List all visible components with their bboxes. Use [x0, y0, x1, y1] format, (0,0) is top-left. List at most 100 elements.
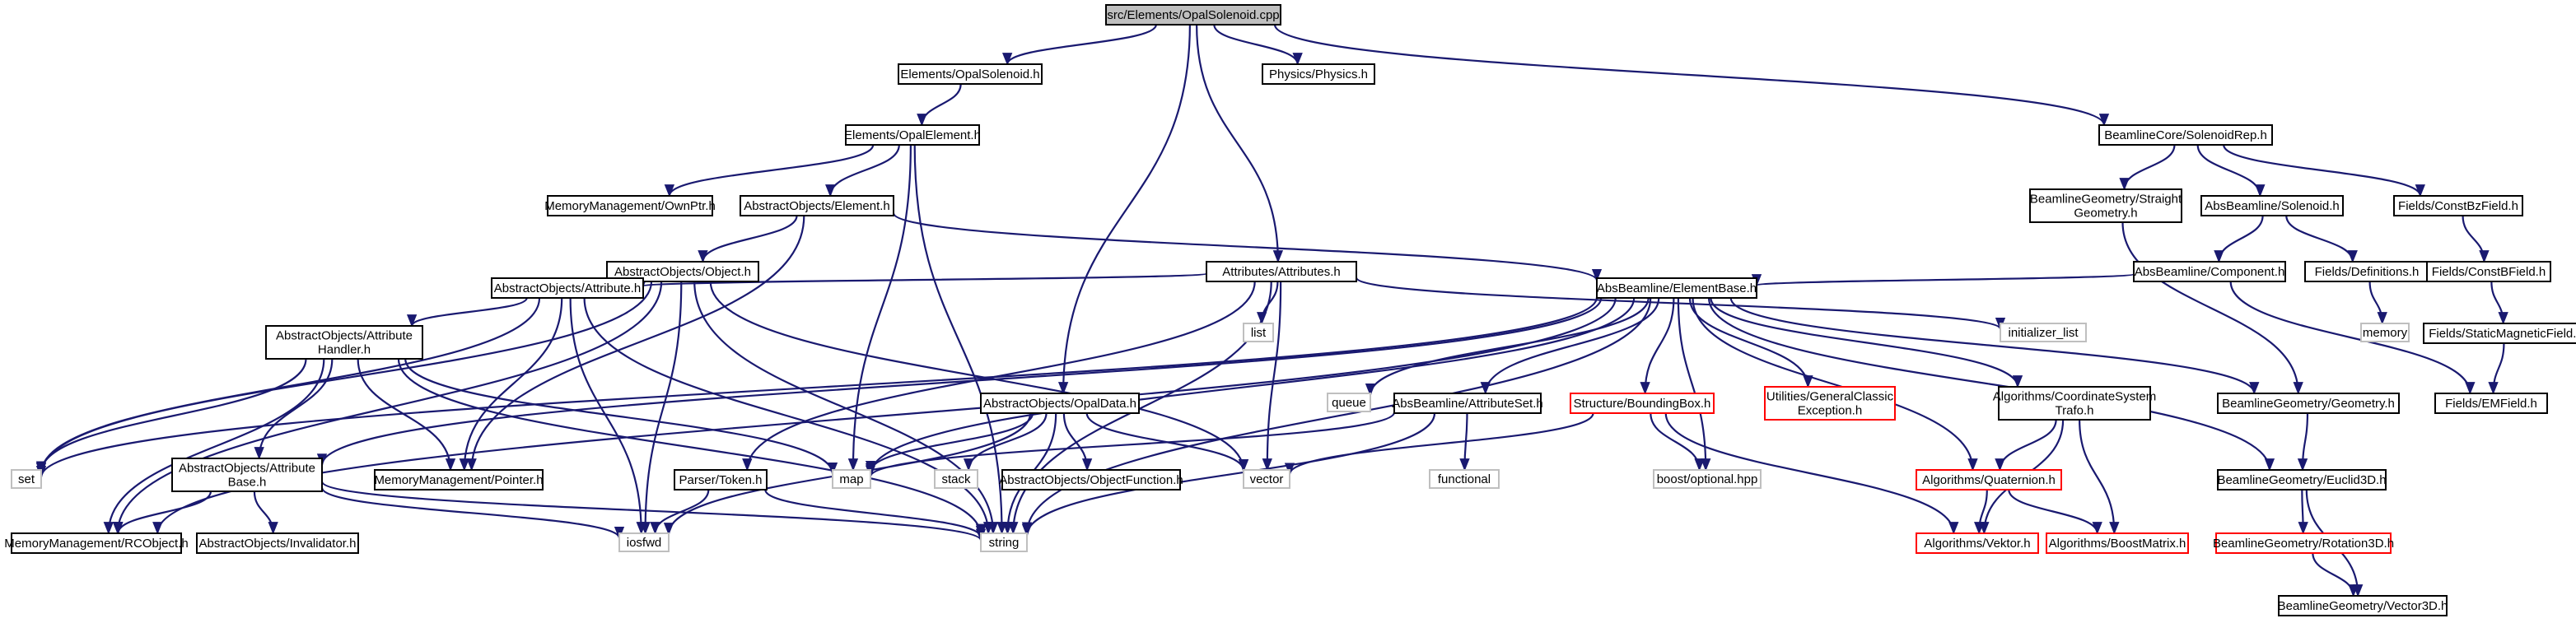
node-box [1262, 63, 1375, 85]
edge-abstractobjects-attribute-base-h-to-memorymanagement-rcobject-h [113, 490, 212, 535]
node-physics-physics-h[interactable]: Physics/Physics.h [1262, 63, 1375, 85]
header-nodes: src/Elements/OpalSolenoid.cppElements/Op… [4, 4, 2576, 616]
include-edges [35, 24, 2508, 597]
node-abstractobjects-element-h[interactable]: AbstractObjects/Element.h [740, 195, 894, 216]
node-box [1764, 386, 1896, 421]
node-structure-boundingbox-h[interactable]: Structure/BoundingBox.h [1570, 393, 1715, 414]
node-box [11, 532, 182, 554]
node-label: AbsBeamline/ElementBase.h [1597, 281, 1757, 295]
node-list: list [1243, 323, 1274, 342]
node-algorithms-quaternion-h[interactable]: Algorithms/Quaternion.h [1916, 469, 2062, 490]
node-label: Base.h [228, 476, 267, 490]
node-beamlinegeometry-rotation3d-h[interactable]: BeamlineGeometry/Rotation3D.h [2213, 532, 2394, 554]
node-beamlinegeometry-euclid3d-h[interactable]: BeamlineGeometry/Euclid3D.h [2217, 469, 2387, 490]
node-label: AbstractObjects/Attribute [276, 329, 413, 343]
edge-abstractobjects-element-h-to-abstractobjects-object-h [698, 215, 798, 263]
edge-abstractobjects-object-h-to-iosfwd [640, 281, 683, 535]
node-abstractobjects-object-h[interactable]: AbstractObjects/Object.h [606, 261, 759, 282]
node-queue: queue [1327, 393, 1371, 412]
node-box [491, 277, 644, 299]
node-fields-emfield-h[interactable]: Fields/EMField.h [2434, 393, 2548, 414]
edge-fields-staticmagneticfield-h-to-fields-emfield-h [2488, 342, 2505, 395]
edge-absbeamline-elementbase-h-to-algorithms-quaternion-h [1692, 297, 1978, 472]
node-functional: functional [1429, 469, 1500, 489]
edge-abstractobjects-attribute-handler-h-to-abstractobjects-attribute-base-h [254, 358, 334, 460]
node-box [1570, 393, 1715, 414]
node-algorithms-vektor-h[interactable]: Algorithms/Vektor.h [1916, 532, 2039, 554]
node-abstractobjects-invalidator-h[interactable]: AbstractObjects/Invalidator.h [196, 532, 359, 554]
edge-fields-constbfield-h-to-fields-staticmagneticfield-h [2490, 281, 2508, 325]
node-box [674, 469, 768, 490]
node-box [1206, 261, 1357, 282]
node-label: MemoryManagement/RCObject.h [4, 537, 188, 551]
edge-fields-constbzfield-h-to-fields-constbfield-h [2462, 215, 2490, 263]
node-box [1916, 532, 2039, 554]
node-label: Geometry.h [2074, 207, 2137, 221]
edge-abstractobjects-attribute-handler-h-to-set [35, 358, 307, 474]
node-memorymanagement-pointer-h[interactable]: MemoryManagement/Pointer.h [374, 469, 544, 490]
edge-src-elements-opalsolenoid-cpp-to-physics-physics-h [1213, 24, 1303, 66]
node-absbeamline-solenoid-h[interactable]: AbsBeamline/Solenoid.h [2200, 195, 2344, 216]
node-elements-opalelement-h[interactable]: Elements/OpalElement.h [844, 124, 981, 146]
node-initializer-list: initializer_list [2000, 323, 2087, 342]
node-box [265, 325, 423, 360]
edge-absbeamline-component-h-to-fields-emfield-h [2229, 281, 2476, 395]
node-absbeamline-elementbase-h[interactable]: AbsBeamline/ElementBase.h [1596, 277, 1757, 299]
edge-abstractobjects-attribute-handler-h-to-memorymanagement-rcobject-h [103, 358, 325, 535]
node-label: set [18, 472, 35, 486]
node-label: Algorithms/Quaternion.h [1922, 473, 2056, 487]
node-box [171, 458, 323, 492]
edge-absbeamline-elementbase-h-to-set [36, 297, 1598, 479]
node-attributes-attributes-h[interactable]: Attributes/Attributes.h [1206, 261, 1357, 282]
edge-structure-boundingbox-h-to-algorithms-vektor-h [1664, 412, 1959, 535]
node-label: list [1251, 326, 1267, 340]
node-beamlinegeometry-geometry-h[interactable]: BeamlineGeometry/Geometry.h [2217, 393, 2400, 414]
node-abstractobjects-attribute-h[interactable]: AbstractObjects/Attribute.h [491, 277, 644, 299]
edge-absbeamline-elementbase-h-to-algorithms-coordinatesystem-trafo-h [1710, 297, 2023, 388]
node-absbeamline-component-h[interactable]: AbsBeamline/Component.h [2133, 261, 2286, 282]
node-label: string [989, 536, 1020, 550]
node-memorymanagement-rcobject-h[interactable]: MemoryManagement/RCObject.h [4, 532, 189, 554]
node-fields-constbfield-h[interactable]: Fields/ConstBField.h [2426, 261, 2551, 282]
node-abstractobjects-objectfunction-h[interactable]: AbstractObjects/ObjectFunction.h [999, 469, 1183, 490]
edge-abstractobjects-object-h-to-memorymanagement-rcobject-h [112, 281, 663, 535]
node-label: Structure/BoundingBox.h [1574, 397, 1711, 411]
node-absbeamline-attributeset-h[interactable]: AbsBeamline/AttributeSet.h [1392, 393, 1543, 414]
node-parser-token-h[interactable]: Parser/Token.h [674, 469, 768, 490]
edge-absbeamline-elementbase-h-to-queue [1365, 297, 1650, 397]
edge-abstractobjects-attribute-h-to-iosfwd [569, 297, 646, 535]
node-memorymanagement-ownptr-h[interactable]: MemoryManagement/OwnPtr.h [544, 195, 716, 216]
node-beamlinecore-solenoidrep-h[interactable]: BeamlineCore/SolenoidRep.h [2098, 124, 2273, 146]
node-box [832, 469, 871, 489]
node-label: MemoryManagement/OwnPtr.h [544, 199, 716, 213]
node-fields-staticmagneticfield-h[interactable]: Fields/StaticMagneticField.h [2423, 323, 2576, 344]
edge-src-elements-opalsolenoid-cpp-to-abstractobjects-opaldata-h [1057, 24, 1191, 395]
node-label: memory [2363, 326, 2408, 340]
node-label: Fields/EMField.h [2445, 397, 2537, 411]
edge-absbeamline-elementbase-h-to-absbeamline-attributeset-h [1480, 297, 1660, 395]
node-elements-opalsolenoid-h[interactable]: Elements/OpalSolenoid.h [898, 63, 1043, 85]
node-label: AbstractObjects/Attribute.h [494, 281, 641, 295]
node-label: BeamlineCore/SolenoidRep.h [2104, 128, 2267, 142]
node-fields-constbzfield-h[interactable]: Fields/ConstBzField.h [2393, 195, 2523, 216]
node-label: Attributes/Attributes.h [1222, 265, 1340, 279]
node-beamlinegeometry-vector3d-h[interactable]: BeamlineGeometry/Vector3D.h [2278, 595, 2448, 616]
node-box [547, 195, 713, 216]
node-box [2304, 261, 2429, 282]
node-algorithms-boostmatrix-h[interactable]: Algorithms/BoostMatrix.h [2046, 532, 2189, 554]
node-box [1243, 469, 1290, 489]
node-abstractobjects-opaldata-h[interactable]: AbstractObjects/OpalData.h [980, 393, 1140, 414]
node-box [618, 532, 670, 552]
edge-algorithms-quaternion-h-to-algorithms-boostmatrix-h [2008, 489, 2102, 535]
node-box [2029, 188, 2182, 223]
node-label: Trafo.h [2056, 404, 2094, 418]
node-src-elements-opalsolenoid-cpp[interactable]: src/Elements/OpalSolenoid.cpp [1105, 4, 1281, 26]
node-fields-definitions-h[interactable]: Fields/Definitions.h [2304, 261, 2429, 282]
node-box [1327, 393, 1371, 412]
edge-parser-token-h-to-string [764, 489, 987, 539]
